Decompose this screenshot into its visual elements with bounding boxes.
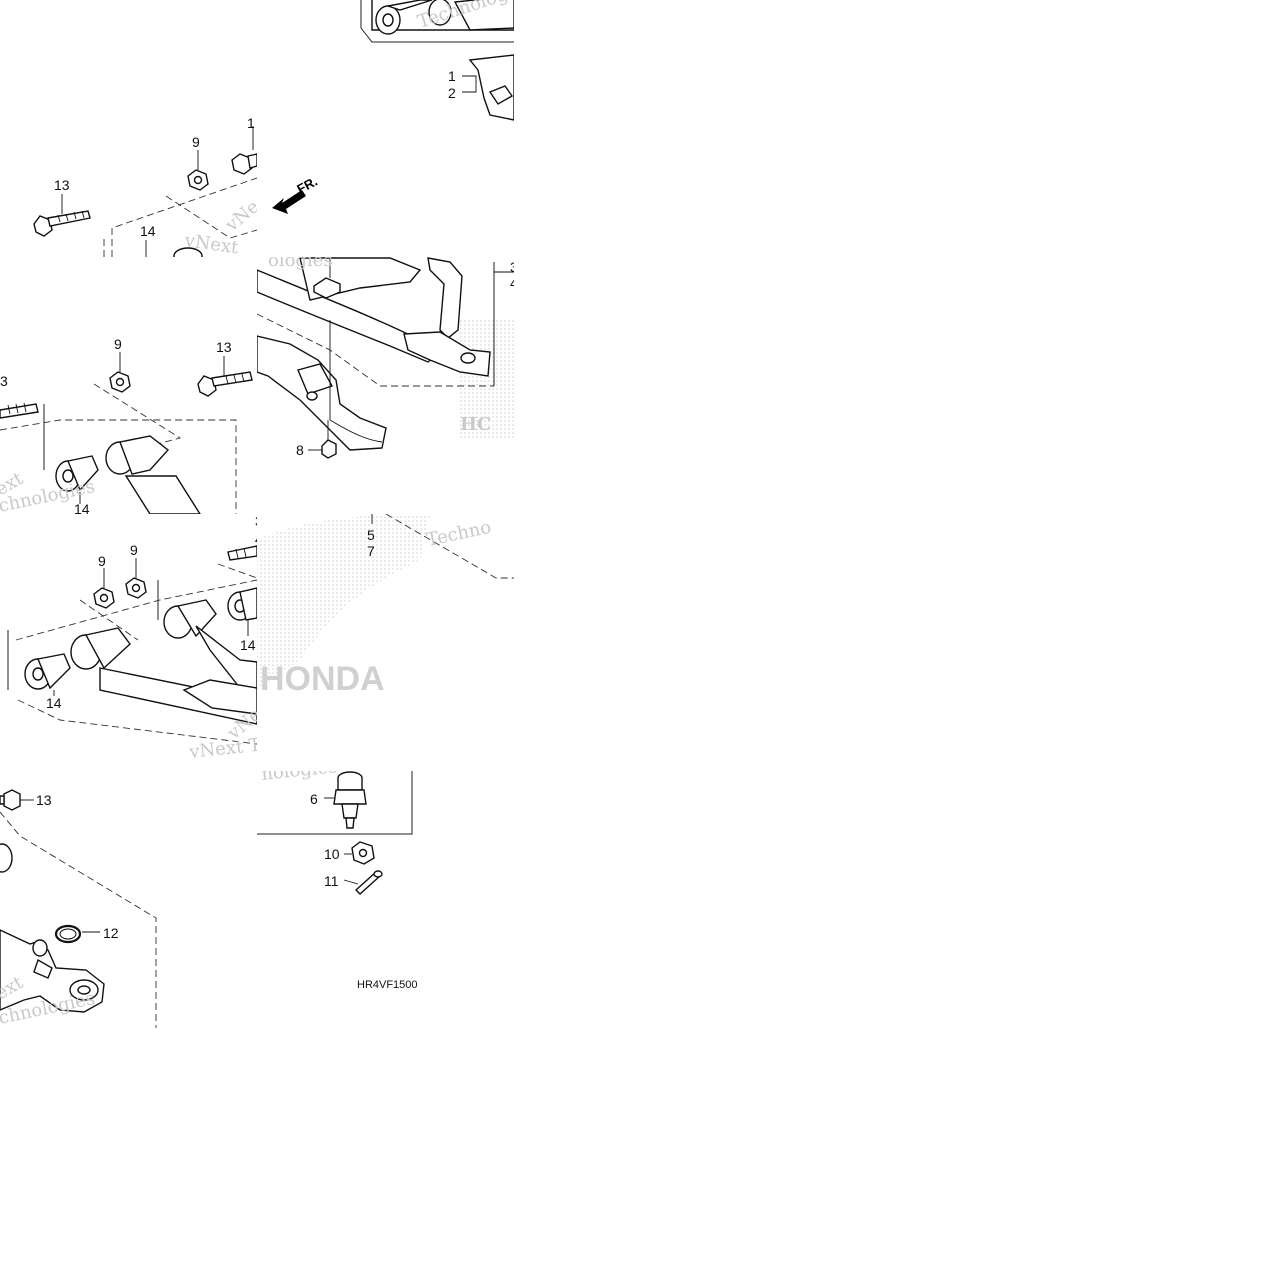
callout-partial-3c: 3 — [255, 513, 263, 529]
callout-13c: 13 — [36, 792, 52, 808]
callout-14b: 14 — [74, 501, 90, 517]
callout-7: 7 — [367, 543, 375, 559]
callout-partial-4: 4 — [510, 275, 518, 291]
tile-knuckle: 13 12 ext chnologies — [0, 789, 157, 1028]
callout-9c: 9 — [98, 553, 106, 569]
tile-upper-arm: 3 9 13 14 ext chnologies — [0, 336, 253, 517]
callout-13b: 13 — [216, 339, 232, 355]
callout-12: 12 — [103, 925, 119, 941]
svg-text:HC: HC — [460, 414, 491, 435]
callout-8: 8 — [296, 442, 304, 458]
watermark-partial: ologies — [268, 250, 333, 271]
callout-partial-3: 3 — [510, 259, 518, 275]
callout-partial: 1 — [247, 115, 255, 131]
svg-text:Techno: Techno — [425, 517, 493, 551]
callout-11: 11 — [324, 873, 339, 889]
callout-9b: 9 — [114, 336, 122, 352]
callout-partial-4c: 4 — [255, 531, 263, 547]
diagram-code: HR4VF1500 — [357, 979, 418, 991]
callout-9d: 9 — [130, 542, 138, 558]
callout-6: 6 — [310, 791, 318, 807]
callout-14d: 14 — [46, 695, 62, 711]
callout-14: 14 — [140, 223, 156, 239]
honda-logo: HONDA — [260, 660, 385, 698]
callout-13: 13 — [54, 177, 70, 193]
callout-9: 9 — [192, 134, 200, 150]
callout-partial-3b: 3 — [0, 373, 8, 389]
callout-5: 5 — [367, 527, 375, 543]
callout-2: 2 — [448, 85, 456, 101]
tile-logo: HONDA 5 7 Techno — [257, 514, 514, 698]
circlip-icon — [54, 924, 82, 944]
tile-lower-arm: 3 4 9 9 14 14 vNext Tec — [7, 513, 263, 763]
front-direction-arrow: FR. — [272, 174, 320, 214]
tile-bracket-top: Technologies 1 2 — [360, 0, 514, 121]
callout-14c: 14 — [240, 637, 256, 653]
nut-icon — [187, 169, 209, 191]
ball-joint-icon — [333, 771, 367, 829]
cotter-pin-icon — [354, 870, 383, 895]
tile-upper-arm-bolts: 13 9 1 14 vNext vNe — [33, 115, 257, 257]
svg-text:nologies: nologies — [260, 756, 338, 785]
callout-1: 1 — [448, 68, 456, 84]
callout-10: 10 — [324, 846, 340, 862]
bolt-icon — [33, 210, 91, 237]
tile-frame-skid: HC 8 3 4 ologies — [257, 250, 518, 459]
castle-nut-icon — [351, 841, 375, 865]
tile-ball-joint: nologies 6 10 11 HR4VF1500 — [257, 756, 418, 991]
